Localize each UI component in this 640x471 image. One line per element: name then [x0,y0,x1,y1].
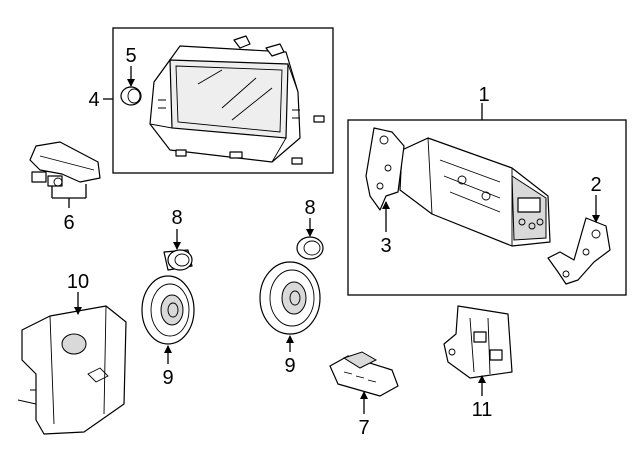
wire-harness-bracket [29,141,101,187]
callout-7: 7 [358,417,369,439]
control-module [329,351,399,397]
callout-11: 11 [472,399,493,421]
right-bracket [547,217,611,285]
speaker-left [141,275,195,345]
speaker-right [259,261,321,335]
callout-8-left: 8 [171,207,182,229]
display-unit [149,35,325,165]
callout-5: 5 [125,45,136,67]
leader-6 [51,184,87,208]
tweeter-left [163,249,193,271]
callout-4: 4 [88,89,99,111]
callout-2: 2 [590,174,601,196]
callout-3: 3 [380,235,391,257]
callout-10: 10 [67,271,89,293]
callout-9-left: 9 [162,367,173,389]
callout-9-right: 9 [284,355,295,377]
knob [120,86,142,106]
audio-unit [399,137,551,247]
reservoir-tank [17,305,127,435]
audio-unit-group-box [347,119,627,296]
callout-1: 1 [478,84,489,106]
left-bracket [365,127,405,211]
callout-8-right: 8 [304,197,315,219]
module-bracket [443,305,513,379]
tweeter-right [296,236,324,260]
callout-6: 6 [63,212,74,234]
display-group-box [112,27,334,174]
